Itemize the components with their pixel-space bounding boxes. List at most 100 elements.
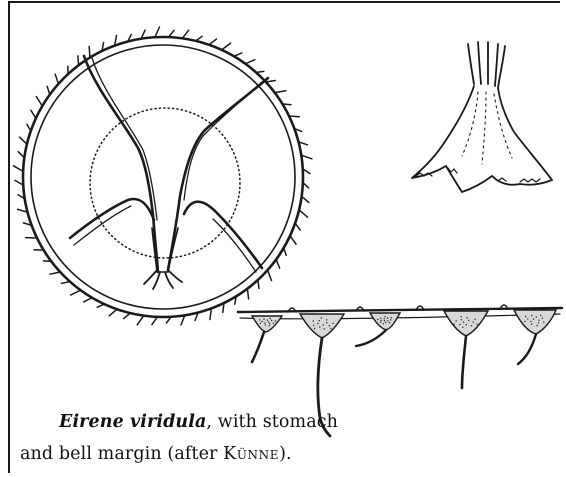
stipple-dot: [531, 315, 532, 316]
marginal-tentacle: [137, 316, 144, 325]
stipple-dot: [466, 317, 467, 318]
stipple-dot: [540, 315, 541, 316]
stipple-dot: [330, 328, 331, 329]
marginal-tentacle: [31, 110, 36, 118]
marginal-tentacle: [234, 53, 242, 56]
stipple-dot: [269, 323, 270, 324]
stipple-dot: [474, 319, 475, 320]
stipple-dot: [324, 328, 325, 329]
caption-line-1-rest: , with stomach: [206, 412, 338, 432]
stipple-dot: [538, 322, 539, 323]
stipple-dot: [525, 316, 526, 317]
stipple-dot: [384, 320, 385, 321]
caption-line-1: Eirene viridula, with stomach: [20, 406, 360, 438]
marginal-tentacle: [47, 86, 50, 94]
marginal-tentacle: [27, 124, 31, 131]
stipple-dot: [263, 318, 264, 319]
stipple-dot: [380, 320, 381, 321]
stipple-dot: [385, 322, 386, 323]
marginal-tentacle: [295, 223, 300, 230]
radial-canal-upper-left-inner: [92, 58, 157, 220]
stipple-dot: [542, 318, 543, 319]
marginal-tentacle: [256, 71, 264, 72]
marginal-tentacle: [290, 236, 296, 245]
stipple-dot: [269, 325, 270, 326]
stipple-dot: [543, 322, 544, 323]
marginal-tentacle: [196, 36, 202, 41]
marginal-tentacle: [50, 272, 60, 274]
stipple-dot: [531, 323, 532, 324]
stipple-dot: [313, 325, 314, 326]
marginal-tentacle: [78, 56, 79, 65]
marginal-tentacle: [182, 30, 188, 38]
stipple-dot: [527, 318, 528, 319]
marginal-tentacle: [109, 309, 117, 316]
stipple-dot: [468, 320, 469, 321]
margin-lower-edge: [240, 314, 560, 319]
stipple-dot: [265, 324, 266, 325]
stipple-dot: [524, 321, 525, 322]
stipple-dot: [456, 320, 457, 321]
stipple-dot: [264, 322, 265, 323]
stipple-dot: [463, 322, 464, 323]
stipple-dot: [326, 322, 327, 323]
stipple-dot: [267, 319, 268, 320]
stipple-dot: [317, 323, 318, 324]
marginal-tentacle: [258, 280, 259, 289]
marginal-tentacle: [84, 298, 93, 302]
stipple-dot: [462, 327, 463, 328]
marginal-tentacle: [152, 317, 158, 325]
marginal-tentacle: [266, 81, 275, 83]
tentacle-5: [518, 334, 536, 364]
caption-line-2: and bell margin (after Künne).: [20, 438, 360, 470]
marginal-tentacles: [13, 27, 312, 325]
stipple-dot: [326, 319, 327, 320]
marginal-tentacle: [18, 152, 24, 158]
marginal-tentacle: [302, 196, 309, 202]
marginal-tentacle: [245, 60, 254, 64]
stipple-dot: [466, 324, 467, 325]
stipple-dot: [384, 318, 385, 319]
caption-author: Künne: [223, 444, 279, 464]
stipple-dot: [319, 326, 320, 327]
stipple-dot: [270, 318, 271, 319]
stipple-dot: [383, 323, 384, 324]
tentacle-3: [356, 330, 386, 346]
stipple-dot: [273, 323, 274, 324]
stipple-dot: [389, 322, 390, 323]
marginal-tentacle: [276, 259, 279, 268]
marginal-tentacle: [124, 313, 131, 319]
stipple-dot: [538, 320, 539, 321]
stipple-dot: [477, 324, 478, 325]
marginal-tentacle: [55, 74, 58, 84]
stipple-dot: [533, 318, 534, 319]
marginal-tentacle: [155, 27, 160, 37]
stipple-dot: [380, 322, 381, 323]
stomach-body: [412, 86, 552, 192]
marginal-tentacle: [284, 248, 287, 255]
caption-line-2-prefix: and bell margin (after: [20, 444, 223, 464]
stipple-dot: [313, 320, 314, 321]
stipple-dot: [259, 319, 260, 320]
marginal-tentacle: [222, 43, 231, 50]
marginal-tentacle: [13, 166, 23, 172]
bell-inner-ring: [31, 45, 295, 309]
stipple-dot: [391, 317, 392, 318]
bell-outer-ring: [23, 37, 303, 317]
stomach-inner-lines: [462, 92, 512, 164]
tentacle-bulb-3: [370, 313, 400, 330]
stipple-dot: [530, 321, 531, 322]
stipple-dot: [323, 324, 324, 325]
tentacle-1: [252, 332, 264, 362]
marginal-tentacle: [268, 270, 272, 281]
stomach-lip-edges: [416, 168, 540, 182]
stipple-dot: [461, 319, 462, 320]
marginal-tentacle: [89, 46, 90, 57]
marginal-tentacle: [20, 137, 27, 144]
stipple-dot: [275, 320, 276, 321]
marginal-tentacle: [282, 104, 291, 105]
stomach-peduncle: [468, 42, 505, 88]
stipple-dot: [321, 317, 322, 318]
stipple-dot: [314, 328, 315, 329]
stipple-dot: [385, 316, 386, 317]
